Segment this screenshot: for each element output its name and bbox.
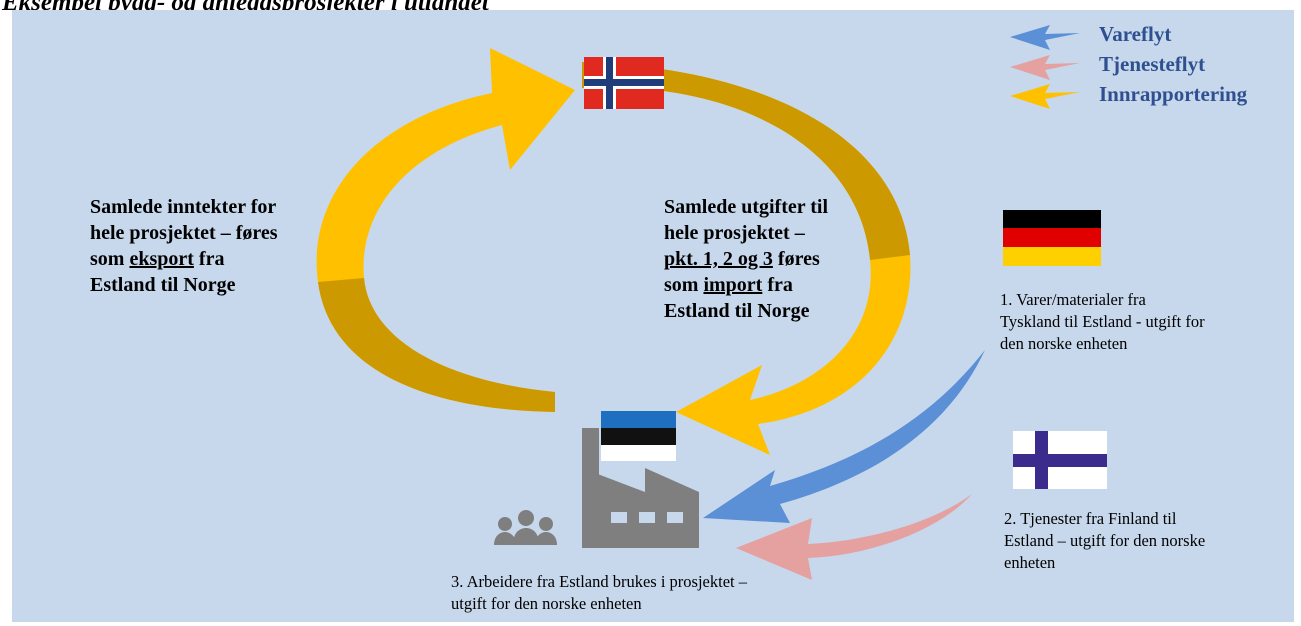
people-icon [494, 510, 557, 545]
income-text: Samlede inntekter for hele prosjektet – … [90, 196, 278, 296]
legend-reporting: Innrapportering [1099, 82, 1248, 106]
flag-estonia [601, 411, 676, 461]
note-estonia: 3. Arbeidere fra Estland brukes i prosje… [451, 572, 747, 613]
legend-goods-flow: Vareflyt [1099, 22, 1172, 46]
legend-reporting-arrow-icon [1010, 84, 1080, 109]
expense-text: Samlede utgifter til hele prosjektet – p… [664, 196, 829, 322]
note-germany: 1. Varer/materialer fra Tyskland til Est… [1000, 290, 1205, 353]
reporting-arrow-left [316, 48, 575, 412]
service-flow-arrow [736, 494, 972, 580]
legend-service-arrow-icon [1010, 55, 1080, 80]
goods-flow-arrow [703, 350, 985, 523]
flag-norway [584, 57, 664, 109]
flag-finland [1013, 431, 1107, 489]
legend-goods-arrow-icon [1010, 25, 1080, 50]
factory-icon [582, 428, 699, 548]
legend-service-flow: Tjenesteflyt [1099, 52, 1206, 76]
flag-germany [1003, 210, 1101, 266]
note-finland: 2. Tjenester fra Finland til Estland – u… [1004, 509, 1206, 572]
